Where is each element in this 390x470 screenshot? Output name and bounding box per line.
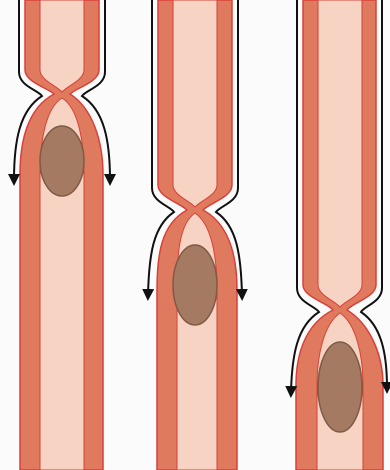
esophagus-lumen [40,0,84,92]
esophagus-lumen [173,0,217,207]
food-bolus [173,245,217,325]
peristalsis-stage-3 [291,0,387,470]
peristalsis-stage-1 [14,0,110,470]
esophagus-lumen [318,0,362,307]
food-bolus [40,126,84,196]
food-bolus [318,342,362,432]
